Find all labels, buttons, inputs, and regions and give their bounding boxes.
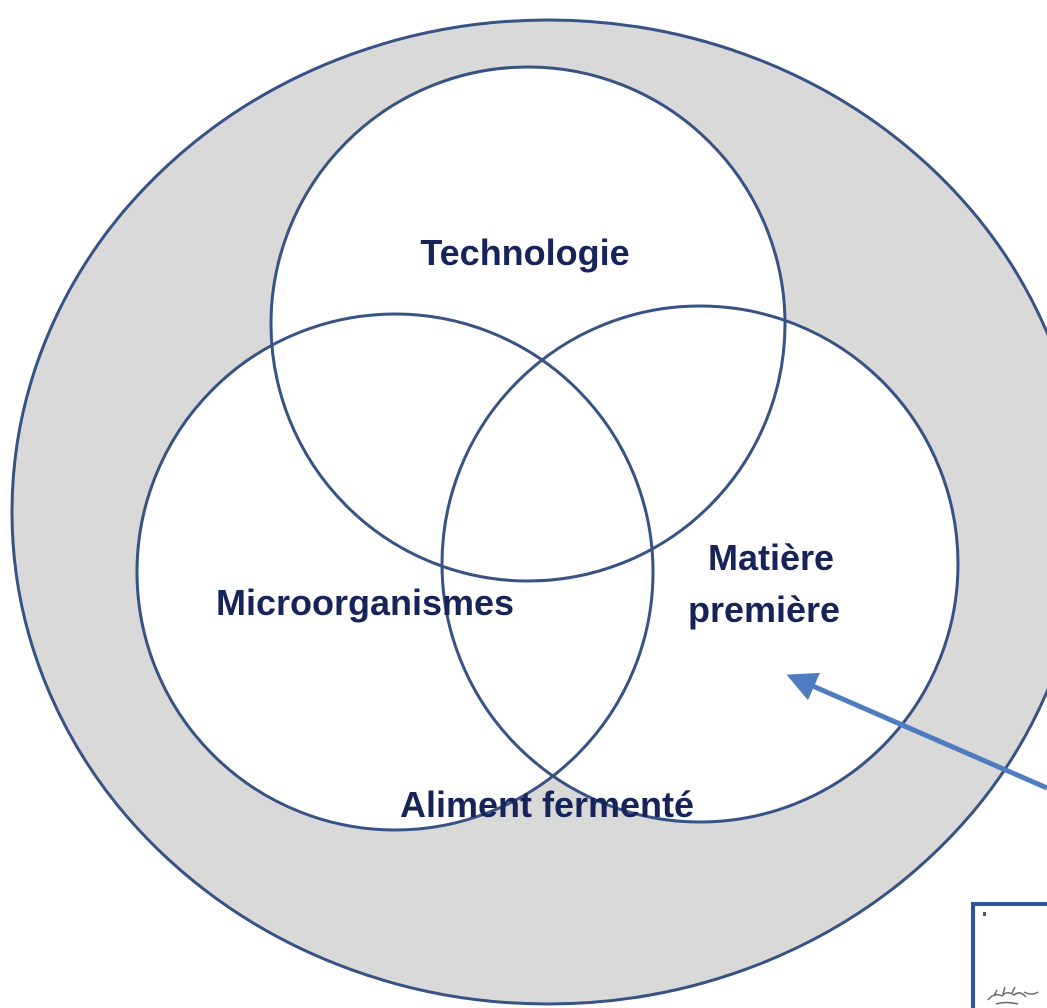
inner-circle-fills bbox=[137, 67, 958, 830]
label-matiere-premiere-line1: Matière bbox=[708, 537, 834, 578]
label-technologie: Technologie bbox=[420, 232, 629, 273]
inset-image bbox=[971, 902, 1047, 1008]
circle-microorganismes bbox=[135, 312, 655, 832]
circle-matiere-premiere bbox=[440, 304, 960, 824]
label-matiere-premiere-line2: première bbox=[688, 589, 840, 630]
inset-marker bbox=[983, 912, 986, 916]
circle-technologie bbox=[269, 65, 787, 583]
inset-plant-illustration bbox=[987, 986, 1039, 1005]
label-aliment-fermente: Aliment fermenté bbox=[400, 784, 694, 825]
label-microorganismes: Microorganismes bbox=[216, 582, 514, 623]
pointer-arrow bbox=[786, 672, 1047, 791]
